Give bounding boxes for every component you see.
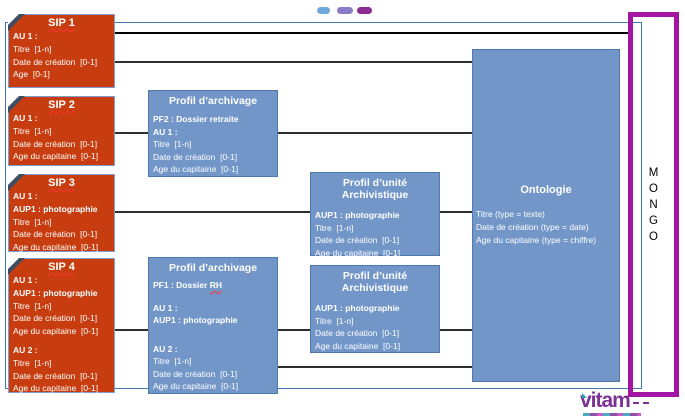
- field-line: Date de création [0-1]: [315, 328, 400, 339]
- profil-unite-bottom-title: Profil d’unité Archivistique: [341, 270, 409, 294]
- field-line: Date de création [0-1]: [315, 235, 400, 246]
- field-line: Age du capitaine [0-1]: [153, 164, 239, 175]
- sip-1-title: SIP 1: [48, 17, 75, 29]
- mongo-store-box: M O N G O: [628, 12, 679, 397]
- profil-unite-archivistique-bottom-box: Profil d’unité Archivistique AUP1 : phot…: [310, 265, 440, 353]
- ontologie-title: Ontologie: [520, 184, 572, 196]
- au2-header: AU 2 :: [153, 343, 178, 354]
- field-line: Titre [1-n]: [13, 125, 52, 136]
- connector-profil-unite2-to-ontologie: [440, 329, 472, 331]
- field-line: Titre [1-n]: [13, 357, 52, 368]
- connector-profil-archivage-to-ontologie: [278, 132, 472, 134]
- field-line: Titre [1-n]: [13, 216, 52, 227]
- field-line: Age du capitaine [0-1]: [13, 326, 99, 337]
- sip-2-box: SIP 2 AU 1 : Titre [1-n] Date de créatio…: [8, 96, 115, 166]
- aup1-line: AUP1 : photographie: [315, 210, 400, 220]
- sip-4-box: SIP 4 AU 1 : AUP1 : photographie Titre […: [8, 258, 115, 393]
- field-line: Titre [1-n]: [13, 43, 52, 54]
- aup1-line: AUP1 : photographie: [153, 315, 238, 325]
- vitam-wordmark: vitam: [580, 389, 649, 412]
- profil-unite-top-title: Profil d’unité Archivistique: [341, 177, 409, 201]
- profil-archivage-bottom-box: Profil d’archivage PF1 : Dossier RH AU 1…: [148, 257, 278, 394]
- field-line: Date de création [0-1]: [153, 151, 238, 162]
- sip-3-box: SIP 3 AU 1 : AUP1 : photographie Titre […: [8, 174, 115, 252]
- slide-indicator-dot-blue: [317, 7, 330, 14]
- field-line: Age du capitaine [0-1]: [153, 381, 239, 391]
- profil-unite-archivistique-top-box: Profil d’unité Archivistique AUP1 : phot…: [310, 172, 440, 258]
- pf-line: PF2 : Dossier retraite: [153, 114, 239, 124]
- au2-header: AU 2 :: [13, 344, 38, 355]
- field-line: Date de création [0-1]: [13, 313, 98, 324]
- connector-profil-unite-to-ontologie: [440, 211, 472, 213]
- profil-archivage-bottom-title: Profil d’archivage: [168, 262, 258, 274]
- field-line: Age du capitaine [0-1]: [315, 247, 401, 258]
- field-line: Age [0-1]: [13, 69, 50, 80]
- field-line: Date de création [0-1]: [13, 370, 98, 381]
- connector-profil-archivage2-to-ontologie: [278, 366, 472, 368]
- ontologie-line: Titre (type = texte): [476, 209, 545, 219]
- aup1-line: AUP1 : photographie: [315, 303, 400, 313]
- sip-4-title: SIP 4: [48, 261, 75, 273]
- connector-sip1-to-mongo: [115, 32, 628, 34]
- au1-header: AU 1 :: [13, 275, 38, 285]
- field-line: Age du capitaine [0-1]: [13, 151, 99, 162]
- au1-header: AU 1 :: [13, 113, 38, 123]
- connector-sip2-to-profil-archivage: [115, 132, 148, 134]
- aup1-line: AUP1 : photographie: [13, 203, 98, 214]
- slide-indicator-dot-magenta: [357, 7, 372, 14]
- field-line: Age du capitaine [0-1]: [13, 242, 99, 253]
- connector-sip1-to-ontologie: [115, 61, 472, 63]
- field-line: Date de création [0-1]: [153, 368, 238, 379]
- field-line: Date de création [0-1]: [13, 138, 98, 149]
- field-line: Titre [1-n]: [153, 139, 192, 150]
- connector-profil-archivage-to-profil-unite: [278, 329, 310, 331]
- connector-sip4-to-profil-archivage: [115, 329, 148, 331]
- connector-sip3-to-profil-unite: [115, 211, 310, 213]
- field-line: Age du capitaine [0-1]: [315, 340, 401, 351]
- aup1-line: AUP1 : photographie: [13, 287, 98, 298]
- profil-archivage-top-title: Profil d’archivage: [168, 95, 258, 107]
- field-line: Titre [1-n]: [13, 300, 52, 311]
- ontologie-line: Age du capitaine (type = chiffre): [476, 235, 597, 245]
- field-line: Titre [1-n]: [153, 356, 192, 366]
- au1-header: AU 1 :: [13, 191, 38, 201]
- ontologie-box: Ontologie Titre (type = texte) Date de c…: [472, 49, 620, 382]
- field-line: Age du capitaine [0-1]: [13, 383, 99, 394]
- vitam-tagline: [583, 413, 641, 416]
- profil-archivage-top-box: Profil d’archivage PF2 : Dossier retrait…: [148, 90, 278, 177]
- au1-header: AU 1 :: [153, 302, 178, 313]
- field-line: Date de création [0-1]: [13, 229, 98, 240]
- slide-indicator-dot-purple: [337, 7, 353, 14]
- diagram-frame: [5, 22, 642, 389]
- field-line: Date de création [0-1]: [13, 56, 98, 67]
- au1-header: AU 1 :: [153, 126, 178, 137]
- ontologie-line: Date de création (type = date): [476, 222, 589, 232]
- pf-line: PF1 : Dossier RH: [153, 280, 222, 290]
- au1-header: AU 1 :: [13, 31, 38, 41]
- mongo-label: M O N G O: [648, 166, 659, 243]
- pf-word-rh: RH: [209, 280, 222, 290]
- field-line: Titre [1-n]: [315, 315, 354, 326]
- sip-2-title: SIP 2: [48, 99, 75, 111]
- vitam-logo-accent: [582, 393, 587, 398]
- vitam-logo: vitam: [580, 389, 680, 416]
- field-line: Titre [1-n]: [315, 222, 354, 233]
- sip-3-title: SIP 3: [48, 177, 75, 189]
- sip-1-box: SIP 1 AU 1 : Titre [1-n] Date de créatio…: [8, 14, 115, 88]
